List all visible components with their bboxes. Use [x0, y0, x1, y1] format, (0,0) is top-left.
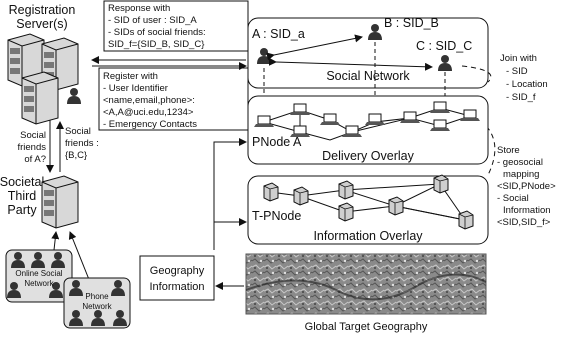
svg-text:Online Social: Online Social — [15, 269, 62, 278]
societal-third-party: Societal Third Party — [0, 175, 91, 283]
node-c-label: C : SID_C — [416, 39, 472, 53]
delivery-overlay-label: Delivery Overlay — [322, 149, 414, 163]
global-target-label: Global Target Geography — [305, 321, 428, 333]
svg-text:- SID_f: - SID_f — [506, 92, 536, 103]
svg-text:Join with: Join with — [500, 53, 537, 64]
registration-server: Registration Server(s) — [7, 3, 81, 125]
third-party-server-icon — [41, 175, 79, 229]
svg-text:Information: Information — [503, 205, 551, 216]
svg-text:Information: Information — [149, 281, 204, 293]
response-box: Response with - SID of user : SID_A - SI… — [103, 0, 249, 52]
svg-text:- User Identifier: - User Identifier — [103, 83, 168, 94]
svg-text:Geography: Geography — [150, 265, 205, 277]
tpnode-server-icon — [338, 180, 354, 200]
tpnode-server-icon — [388, 196, 404, 216]
registration-subtitle: Server(s) — [16, 17, 67, 31]
svg-text:friends: friends — [17, 142, 46, 153]
phone-network: Phone Network — [63, 277, 131, 329]
tpnode-label: T-PNode — [252, 209, 301, 223]
svg-text:<A,A@uci.edu,1234>: <A,A@uci.edu,1234> — [103, 107, 194, 118]
svg-text:Societal: Societal — [0, 175, 44, 189]
online-social-network: Online Social Network — [5, 249, 73, 303]
svg-text:Party: Party — [7, 203, 37, 217]
svg-text:of A?: of A? — [24, 154, 46, 165]
server-rack-icon — [21, 71, 59, 125]
svg-text:mapping: mapping — [503, 169, 539, 180]
svg-text:Store: Store — [497, 145, 520, 156]
tpnode-server-icon — [293, 186, 309, 206]
global-target-geography: Global Target Geography — [245, 253, 487, 333]
tpnode-server-icon — [338, 202, 354, 222]
svg-text:<SID,PNode>: <SID,PNode> — [497, 181, 556, 192]
svg-text:- Emergency Contacts: - Emergency Contacts — [103, 119, 197, 130]
tpnode-server-icon — [263, 182, 279, 202]
register-box: Register with - User Identifier <name,em… — [98, 67, 249, 131]
social-friends-exchange: Social friends of A? Social friends : {B… — [17, 120, 99, 173]
svg-text:Third: Third — [8, 189, 37, 203]
store-annotation: Store - geosocial mapping <SID,PNode> - … — [479, 119, 556, 228]
svg-text:- Social: - Social — [497, 193, 529, 204]
information-overlay-layer: Information Overlay T-PNode — [247, 174, 489, 245]
svg-text:- SID of user : SID_A: - SID of user : SID_A — [108, 15, 197, 26]
svg-text:SID_f={SID_B, SID_C}: SID_f={SID_B, SID_C} — [108, 39, 204, 50]
svg-text:Phone: Phone — [85, 292, 109, 301]
svg-text:Response with: Response with — [108, 3, 170, 14]
svg-text:Social: Social — [65, 126, 91, 137]
social-network-layer: Social Network A : SID_a B : SID_B C : S… — [247, 16, 489, 89]
admin-person-icon — [67, 88, 81, 104]
registration-title: Registration — [9, 3, 76, 17]
svg-text:<name,email,phone>:: <name,email,phone>: — [103, 95, 195, 106]
social-network-label: Social Network — [326, 69, 410, 83]
node-b-label: B : SID_B — [384, 16, 439, 30]
pnode-a-label: PNode A — [252, 135, 302, 149]
svg-text:<SID,SID_f>: <SID,SID_f> — [497, 217, 551, 228]
tpnode-server-icon — [458, 210, 474, 230]
delivery-overlay-layer: Delivery Overlay PNode A — [247, 95, 489, 165]
svg-text:- Location: - Location — [506, 79, 548, 90]
svg-text:- geosocial: - geosocial — [497, 157, 543, 168]
svg-text:- SIDs of social friends:: - SIDs of social friends: — [108, 27, 206, 38]
svg-text:{B,C}: {B,C} — [65, 150, 87, 161]
geography-information-box: Geography Information — [139, 255, 215, 301]
join-annotation: Join with - SID - Location - SID_f — [461, 53, 548, 103]
information-overlay-label: Information Overlay — [313, 229, 423, 243]
svg-text:Social: Social — [20, 130, 46, 141]
terrain-image — [245, 253, 487, 315]
svg-text:Network: Network — [24, 279, 54, 288]
svg-text:Register with: Register with — [103, 71, 158, 82]
svg-text:friends :: friends : — [65, 138, 99, 149]
node-a-label: A : SID_a — [252, 27, 305, 41]
svg-text:- SID: - SID — [506, 66, 528, 77]
tpnode-server-icon — [433, 174, 449, 194]
svg-text:Network: Network — [82, 302, 112, 311]
